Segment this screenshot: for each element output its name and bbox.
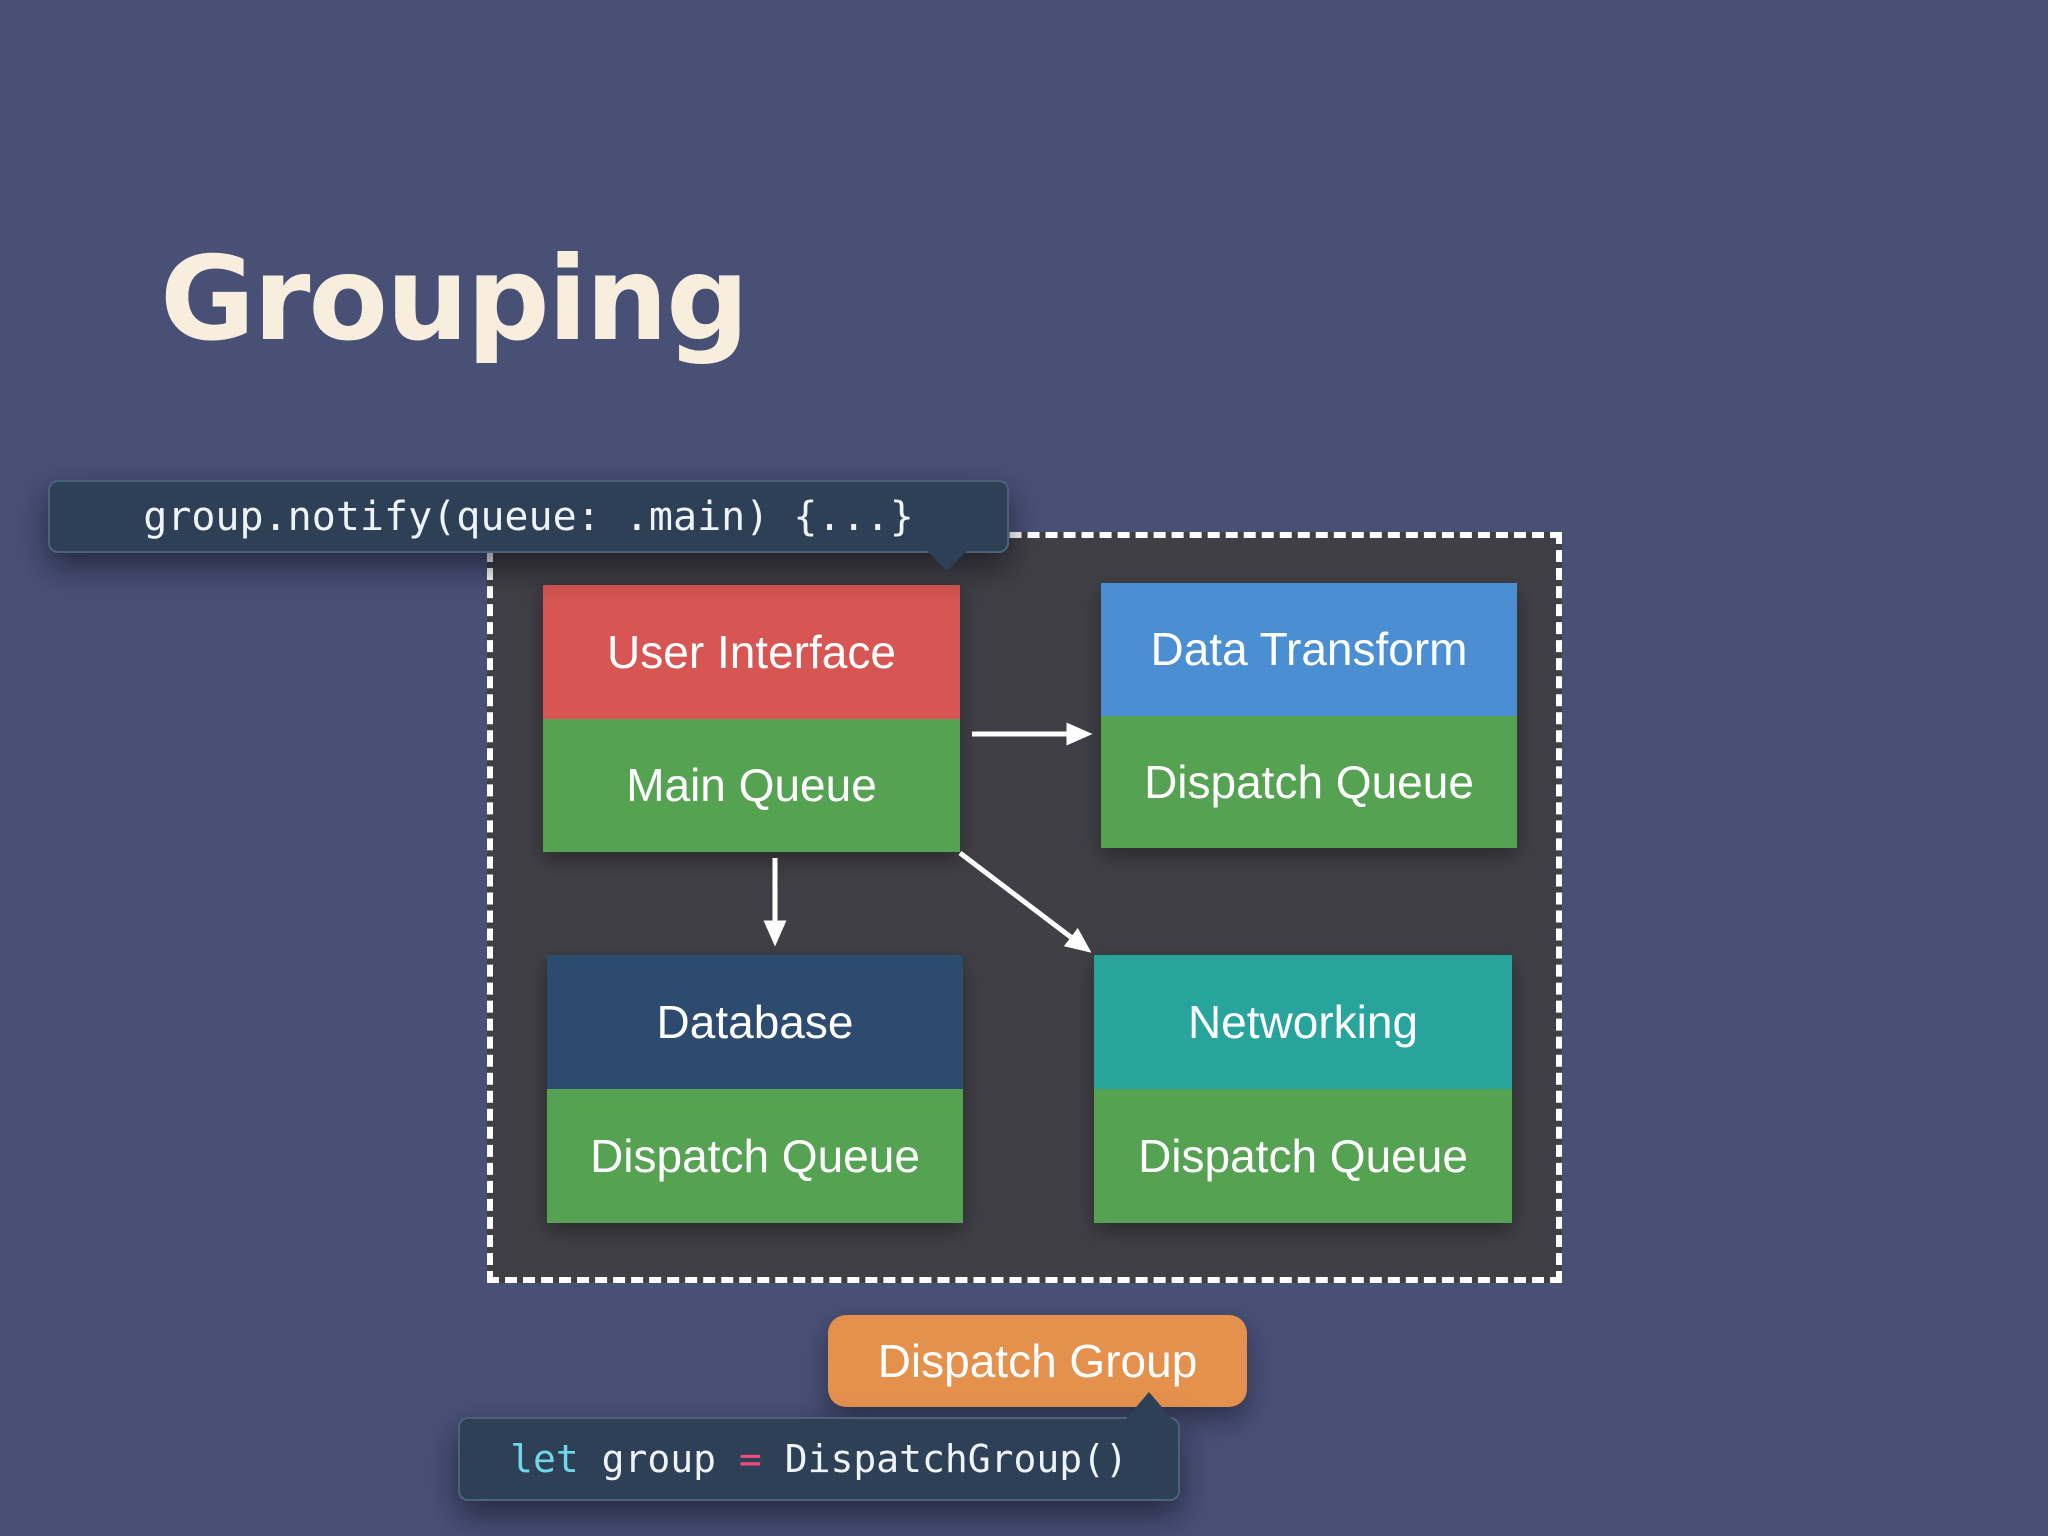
dispatch-group-badge-text: Dispatch Group xyxy=(877,1335,1198,1387)
init-tooltip-pointer xyxy=(1126,1392,1172,1419)
code-token-keyword: let xyxy=(510,1437,579,1481)
slide-title: Grouping xyxy=(160,231,749,367)
code-token-call: DispatchGroup() xyxy=(761,1437,1128,1481)
node-networking: Networking Dispatch Queue xyxy=(1094,955,1512,1223)
code-token-variable: group xyxy=(578,1437,739,1481)
node-data-transform-queue-label: Dispatch Queue xyxy=(1101,715,1517,848)
node-database: Database Dispatch Queue xyxy=(547,955,963,1223)
node-user-interface: User Interface Main Queue xyxy=(543,585,960,852)
node-data-transform: Data Transform Dispatch Queue xyxy=(1101,583,1517,848)
dispatch-group-badge: Dispatch Group xyxy=(828,1315,1247,1407)
node-networking-label: Networking xyxy=(1094,955,1512,1089)
notify-code-text: group.notify(queue: .main) {...} xyxy=(143,493,914,540)
node-data-transform-label: Data Transform xyxy=(1101,583,1517,716)
node-database-queue-label: Dispatch Queue xyxy=(547,1089,963,1223)
node-database-label: Database xyxy=(547,955,963,1089)
node-networking-queue-label: Dispatch Queue xyxy=(1094,1089,1512,1223)
code-token-operator: = xyxy=(738,1437,762,1481)
node-user-interface-label: User Interface xyxy=(543,585,960,719)
notify-code-tooltip: group.notify(queue: .main) {...} xyxy=(48,480,1009,553)
init-code-tooltip: let group = DispatchGroup() xyxy=(458,1417,1180,1501)
node-user-interface-queue-label: Main Queue xyxy=(543,718,960,852)
notify-tooltip-pointer xyxy=(926,550,968,571)
